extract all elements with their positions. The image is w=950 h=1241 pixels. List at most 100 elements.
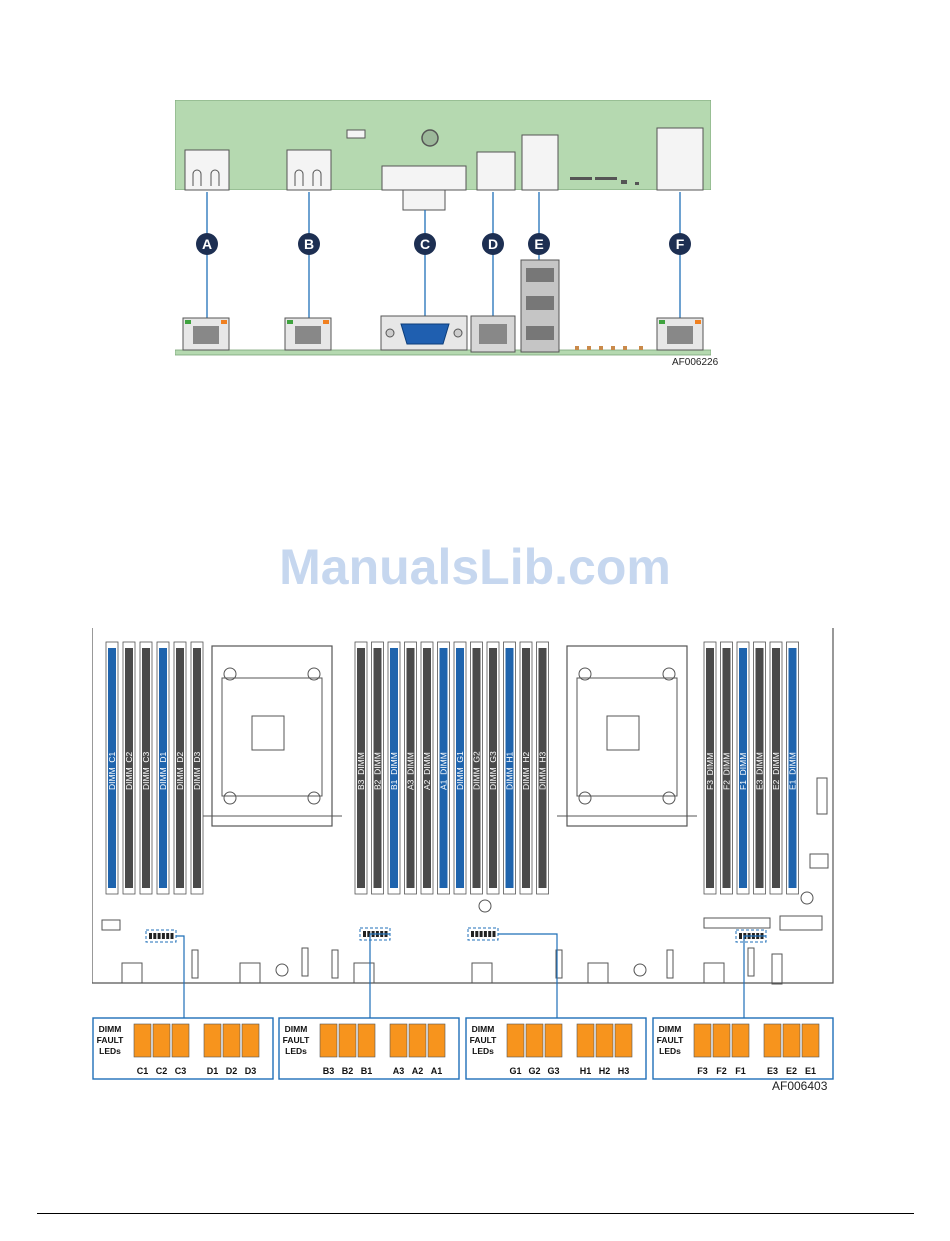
dimm-slot: DIMM_D1 <box>156 641 170 895</box>
callout-label: B <box>304 236 314 252</box>
led-label: F3 <box>697 1066 708 1076</box>
led-label: C3 <box>175 1066 187 1076</box>
led-label: E2 <box>786 1066 797 1076</box>
nic3-top-view <box>656 127 704 191</box>
dimm-fault-led <box>241 1023 260 1058</box>
dimm-slot: A1_DIMM <box>437 641 450 895</box>
dimm-slot: E2_DIMM <box>769 641 783 895</box>
led-label: G2 <box>528 1066 540 1076</box>
header-top-view <box>346 129 366 139</box>
dimm-slot: A2_DIMM <box>420 641 434 895</box>
led-label: A1 <box>431 1066 443 1076</box>
dimm-slot: DIMM_C3 <box>139 641 153 895</box>
vga-body-top-view <box>402 189 446 211</box>
led-panel-title: DIMM <box>285 1024 308 1034</box>
led-label: D2 <box>226 1066 238 1076</box>
dimm-slot: F2_DIMM <box>720 641 733 895</box>
led-label: A2 <box>412 1066 424 1076</box>
dimm-slot-label: DIMM_C1 <box>107 751 117 790</box>
led-label: D3 <box>245 1066 257 1076</box>
footer-rule <box>37 1213 914 1214</box>
dimm-slot-label: DIMM_C2 <box>124 751 134 790</box>
led-label: G3 <box>547 1066 559 1076</box>
led-label: G1 <box>509 1066 521 1076</box>
callout-label: A <box>202 236 212 252</box>
led-panel-title: FAULT <box>470 1035 498 1045</box>
dimm-slot-label: DIMM_D3 <box>192 751 202 790</box>
dimm-slot: A3_DIMM <box>404 641 417 895</box>
led-panel-title: FAULT <box>97 1035 125 1045</box>
management-rj45-port <box>470 315 516 353</box>
callout-b: B <box>298 233 320 255</box>
dimm-layout-diagram: DIMM_C1 DIMM_C2 DIMM_C3 DIMM_D1 DIMM_D2 DIMM_… <box>92 628 834 1080</box>
dimm-fault-led <box>319 1023 338 1058</box>
dimm-slot: DIMM_H2 <box>519 641 533 895</box>
dimm-slot: DIMM_H1 <box>503 641 516 895</box>
dimm-slot-label: F2_DIMM <box>722 753 732 790</box>
dimm-slot-label: DIMM_D2 <box>175 751 185 790</box>
board-led-cluster <box>145 929 185 1018</box>
nic2-top-view <box>286 149 332 191</box>
led-label: H3 <box>618 1066 630 1076</box>
dimm-fault-led <box>576 1023 595 1058</box>
led-panel-title: LEDs <box>472 1046 494 1056</box>
dimm-slot-label: DIMM_H3 <box>538 751 548 790</box>
callout-label: C <box>420 236 430 252</box>
dimm-slot-label: F3_DIMM <box>705 753 715 790</box>
usb-ports-stack <box>520 259 560 353</box>
dimm-slot: DIMM_C1 <box>105 641 119 895</box>
led-label: H2 <box>599 1066 611 1076</box>
rj45-port-2 <box>284 317 332 351</box>
led-panel-title: DIMM <box>99 1024 122 1034</box>
led-label: E1 <box>805 1066 816 1076</box>
dimm-slot-label: DIMM_G3 <box>488 751 498 790</box>
dimm-fault-led <box>506 1023 525 1058</box>
dimm-fault-led <box>782 1023 801 1058</box>
dimm-fault-led <box>222 1023 241 1058</box>
led-label: B2 <box>342 1066 354 1076</box>
rj45-port-3 <box>656 317 704 351</box>
dimm-slot: F1_DIMM <box>736 641 750 895</box>
led-panel-title: FAULT <box>657 1035 685 1045</box>
dimm-fault-led <box>544 1023 563 1058</box>
dimm-slot: DIMM_G2 <box>470 641 483 895</box>
rj45-port-1 <box>182 317 230 351</box>
figure-id: AF006226 <box>672 357 719 368</box>
led-panel-title: LEDs <box>285 1046 307 1056</box>
dimm-fault-led <box>595 1023 614 1058</box>
dimm-slot: DIMM_H3 <box>536 641 549 895</box>
dimm-slot-label: DIMM_D1 <box>158 751 168 790</box>
board-led-cluster <box>359 927 391 1018</box>
dimm-slot: DIMM_G3 <box>486 641 500 895</box>
dimm-slot: DIMM_D3 <box>190 641 204 895</box>
vga-port <box>380 315 468 351</box>
dimm-slot-label: DIMM_H2 <box>521 751 531 790</box>
led-label: F2 <box>716 1066 727 1076</box>
dimm-fault-led <box>801 1023 820 1058</box>
dimm-slot: F3_DIMM <box>703 641 717 895</box>
callout-label: F <box>676 236 685 252</box>
dimm-fault-led <box>763 1023 782 1058</box>
dimm-fault-led <box>133 1023 152 1058</box>
mgmt-top-view <box>476 151 516 191</box>
callout-d: D <box>482 233 504 255</box>
led-panel-title: LEDs <box>659 1046 681 1056</box>
dimm-slot-label: DIMM_G2 <box>472 751 482 790</box>
pcb-edge <box>175 349 711 356</box>
dimm-slot: B1_DIMM <box>387 641 401 895</box>
callout-label: D <box>488 236 498 252</box>
watermark: ManualsLib.com <box>279 539 671 595</box>
led-label: H1 <box>580 1066 592 1076</box>
dimm-fault-led <box>357 1023 376 1058</box>
dimm-slot: E1_DIMM <box>786 641 799 895</box>
dimm-fault-led <box>712 1023 731 1058</box>
dimm-fault-led <box>203 1023 222 1058</box>
led-label: C1 <box>137 1066 149 1076</box>
cpu-socket-2 <box>557 645 697 827</box>
dimm-slot: DIMM_C2 <box>122 641 136 895</box>
led-label: A3 <box>393 1066 405 1076</box>
dimm-fault-led <box>338 1023 357 1058</box>
led-panel-title: LEDs <box>99 1046 121 1056</box>
